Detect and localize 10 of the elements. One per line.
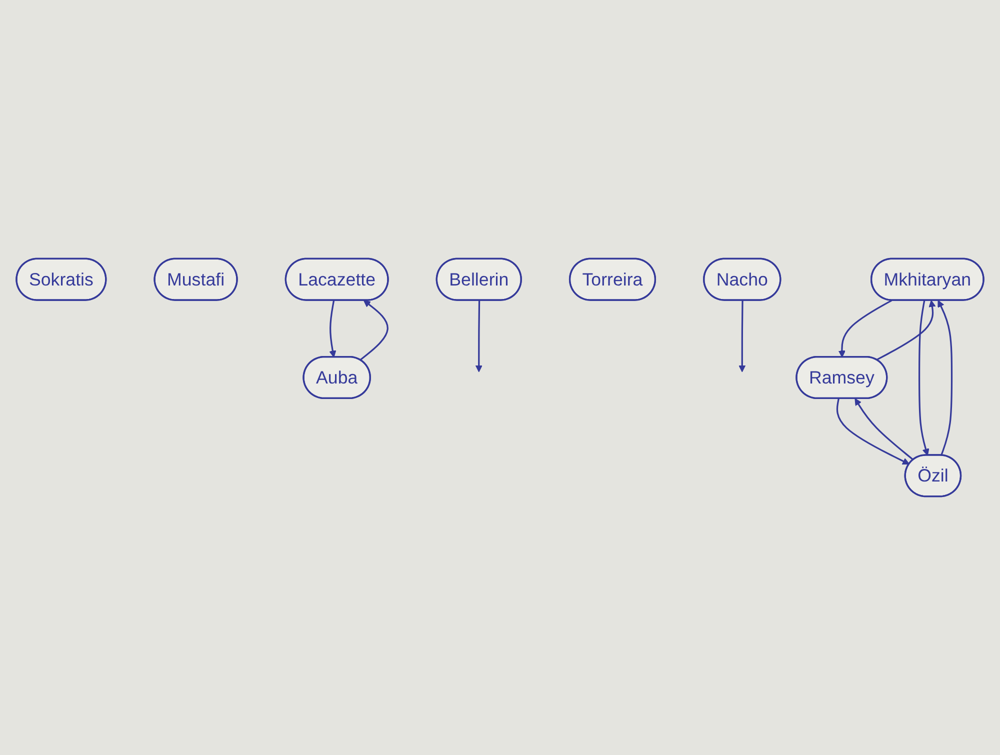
arrow — [738, 300, 746, 372]
arrow — [360, 300, 388, 361]
arrow — [475, 300, 482, 372]
arrow — [329, 300, 336, 358]
arrow — [854, 398, 914, 460]
arrow — [938, 300, 953, 456]
arrow — [836, 398, 910, 465]
arrow — [838, 300, 892, 358]
arrow — [918, 300, 930, 456]
arrow — [876, 300, 936, 361]
